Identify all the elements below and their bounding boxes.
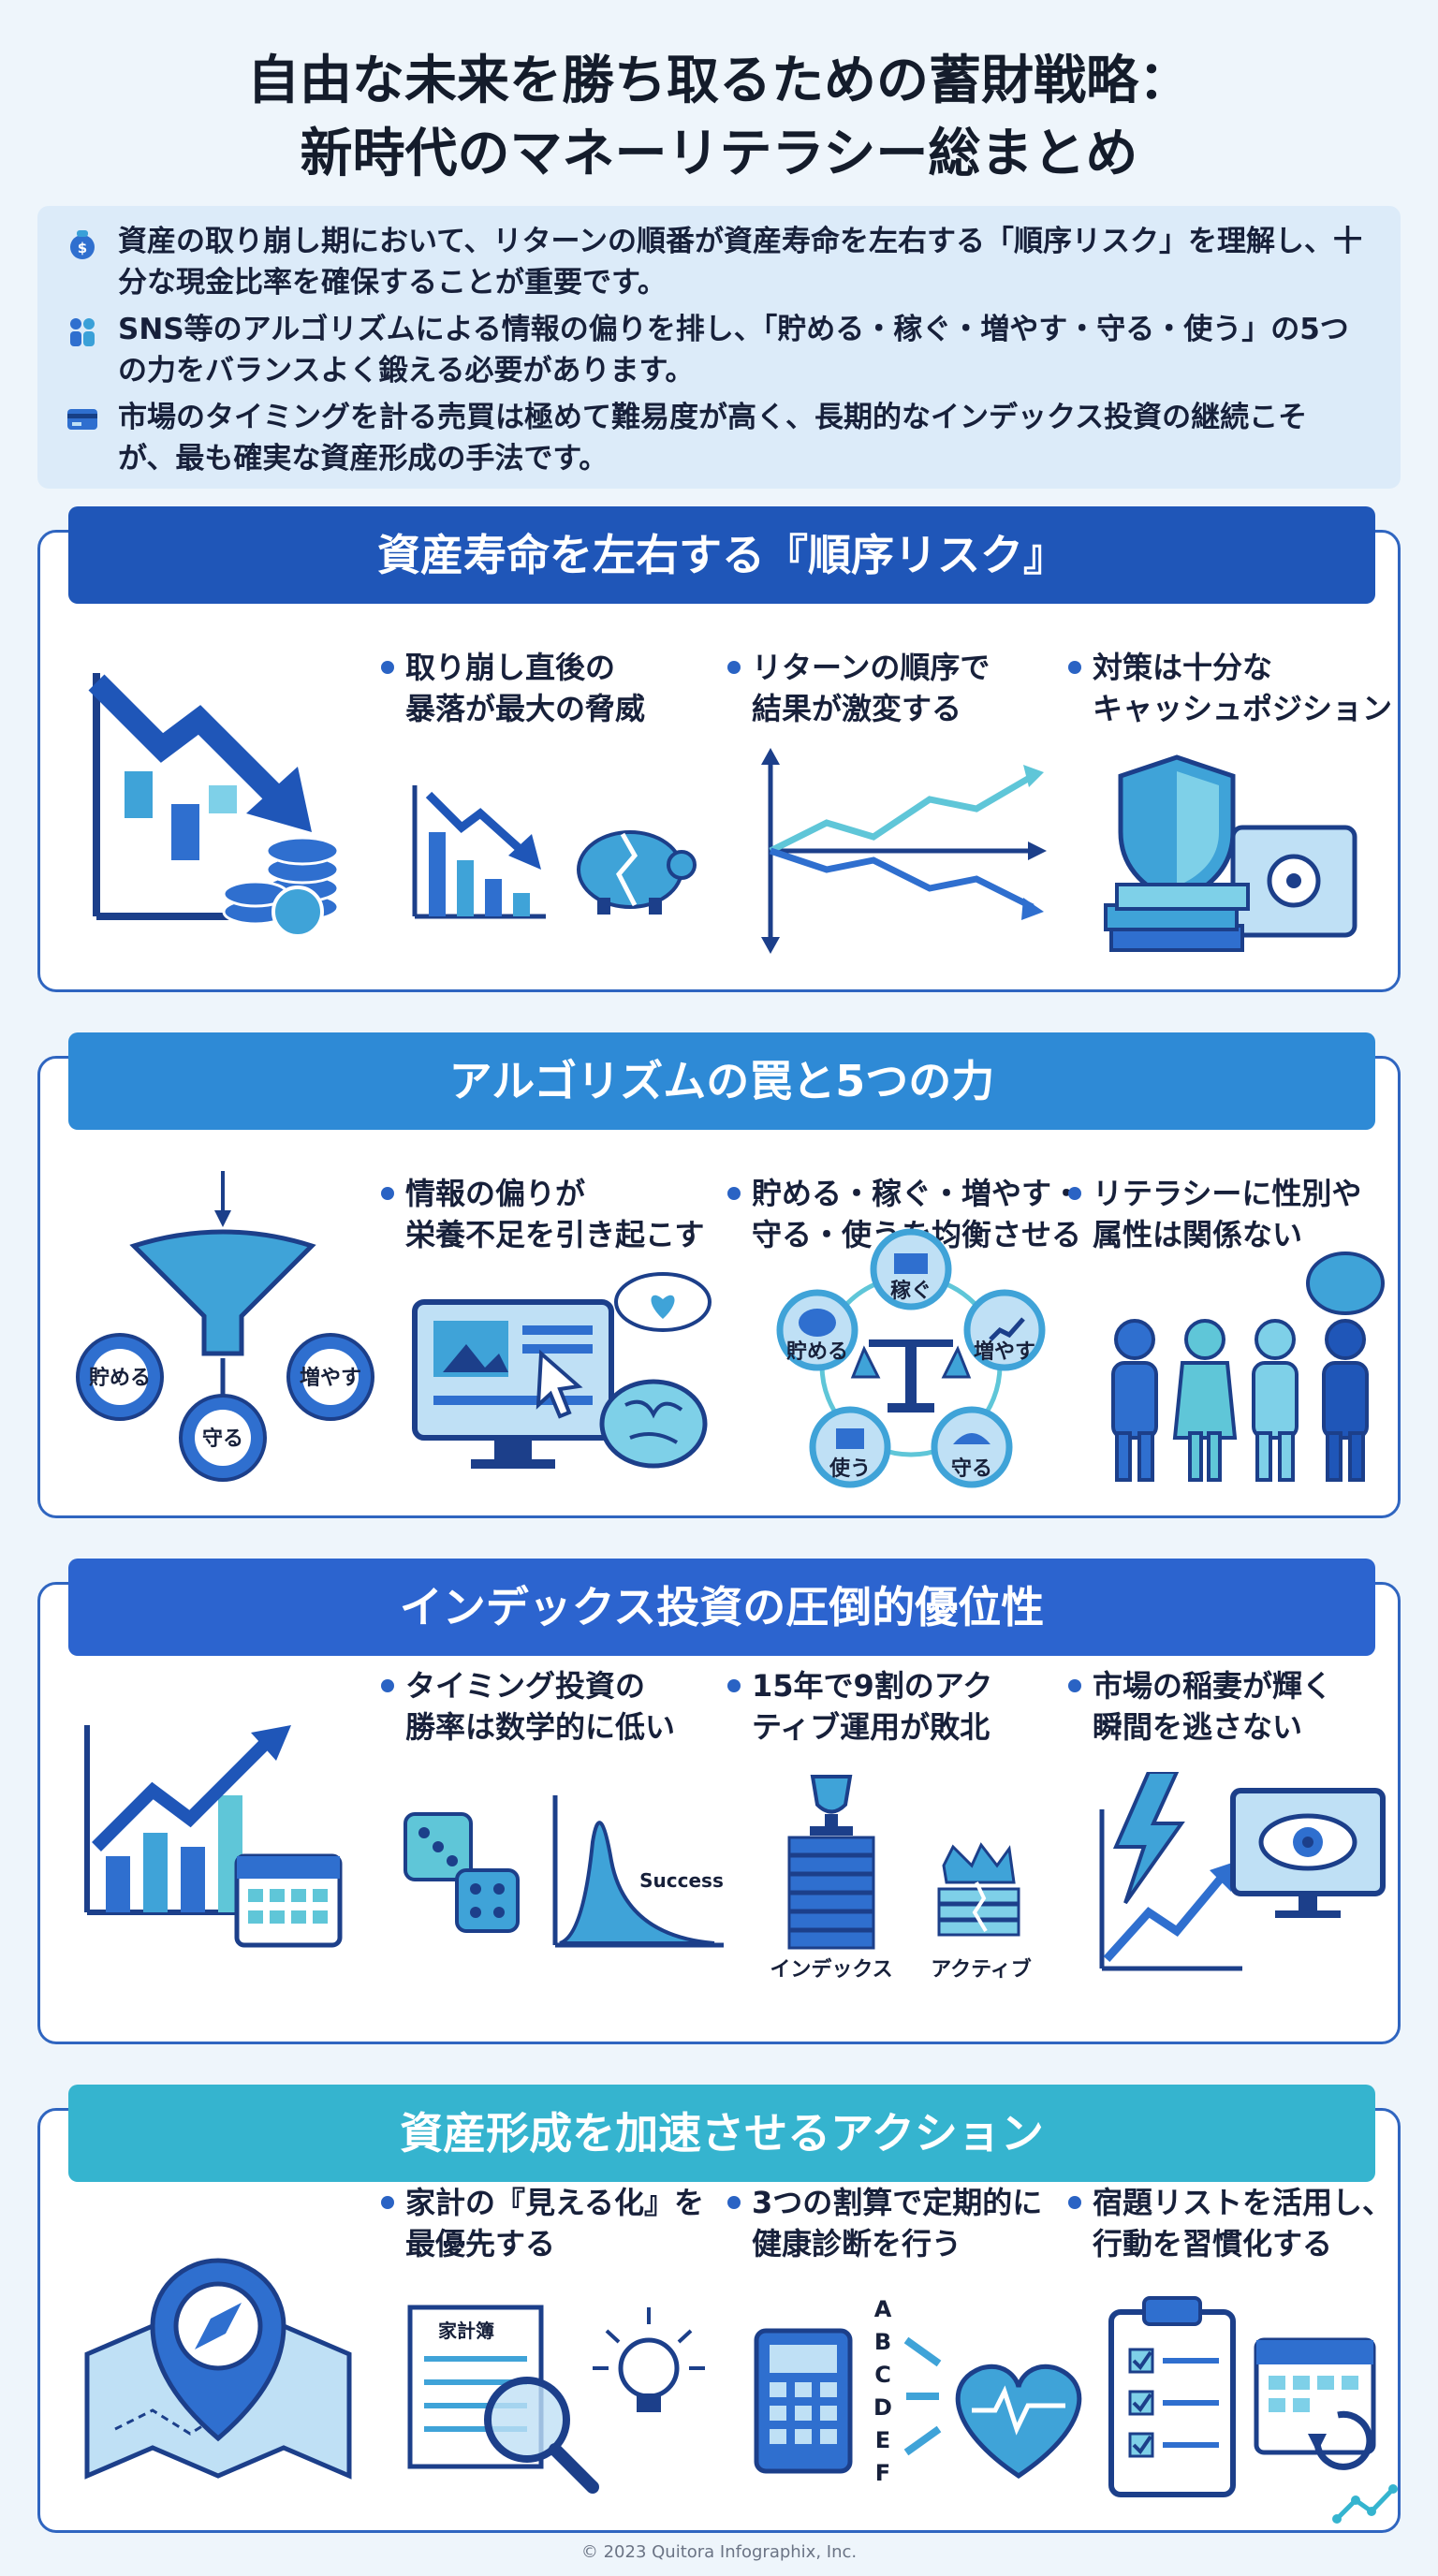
bullet-point: 情報の偏りが 栄養不足を引き起こす — [381, 1173, 724, 1255]
section-header: アルゴリズムの罠と5つの力 — [68, 1032, 1375, 1130]
label-save: 貯める — [786, 1339, 848, 1364]
page-title-line2: 新時代のマネーリテラシー総まとめ — [300, 124, 1138, 184]
falling-chart-coins-icon — [88, 673, 340, 938]
summary-item: $ 資産の取り崩し期において、リターンの順番が資産寿命を左右する「順序リスク」を… — [70, 221, 1363, 303]
grade-label: C — [874, 2362, 891, 2388]
bullet-point: タイミング投資の 勝率は数学的に低い — [381, 1665, 724, 1748]
label-use: 使う — [829, 1457, 871, 1481]
five-powers-balance-icon: 稼ぐ 増やす 守る 使う 貯める — [776, 1228, 1046, 1488]
footer-copyright: © 2023 Quitora Infographix, Inc. — [580, 2542, 858, 2562]
summary-box: $ 資産の取り崩し期において、リターンの順番が資産寿命を左右する「順序リスク」を… — [37, 206, 1401, 489]
checklist-calendar-icon — [1108, 2296, 1376, 2497]
card-icon — [67, 409, 97, 430]
monitor-brain-icon — [412, 1272, 712, 1469]
section-header: インデックス投資の圧倒的優位性 — [68, 1559, 1375, 1656]
label-active: アクティブ — [931, 1957, 1032, 1982]
bullet-point: 家計の『見える化』を 最優先する — [381, 2182, 724, 2264]
people-icon — [70, 318, 95, 346]
summary-text: 資産の取り崩し期において、リターンの順番が資産寿命を左右する「順序リスク」を理解… — [118, 225, 1362, 300]
index-vs-active-icon: インデックス アクティブ — [770, 1775, 1032, 1982]
map-compass-icon — [84, 2258, 352, 2480]
grade-label: B — [874, 2329, 891, 2355]
label-protect: 守る — [951, 1456, 992, 1481]
bullet-point: 取り崩し直後の 暴落が最大の脅威 — [381, 647, 724, 729]
grade-label: E — [875, 2427, 890, 2453]
corner-graph-icon — [1332, 2484, 1398, 2524]
bullet-point: リテラシーに性別や 属性は関係ない — [1068, 1173, 1392, 1255]
page-title: 自由な未来を勝ち取るための蓄財戦略： 新時代のマネーリテラシー総まとめ — [0, 45, 1438, 191]
bullet-point: リターンの順序で 結果が激変する — [727, 647, 1070, 729]
rising-chart-calendar-icon — [84, 1725, 343, 1948]
summary-item: 市場のタイミングを計る売買は極めて難易度が高く、長期的なインデックス投資の継続こ… — [67, 397, 1363, 479]
calculator-grades-heart-icon: A B C D E F — [754, 2296, 1082, 2486]
label-budget: 家計簿 — [438, 2320, 494, 2342]
label-index: インデックス — [770, 1957, 892, 1982]
section-header: 資産形成を加速させるアクション — [68, 2085, 1375, 2182]
money-bag-icon: $ — [70, 230, 95, 259]
funnel-gears-icon: 貯める 増やす 守る — [76, 1171, 374, 1482]
grade-label: D — [873, 2394, 892, 2421]
crash-chart-piggy-icon — [412, 785, 697, 919]
gear-label-protect: 守る — [202, 1427, 243, 1451]
bullet-point: 15年で9割のアク ティブ運用が敗北 — [727, 1665, 1070, 1748]
svg-text:$: $ — [78, 240, 87, 256]
summary-text: SNS等のアルゴリズムによる情報の偏りを排し、「貯める・稼ぐ・増やす・守る・使う… — [118, 313, 1349, 388]
bullet-point: 対策は十分な キャッシュポジション — [1068, 647, 1392, 729]
dice-probability-icon: Success — [404, 1795, 724, 1948]
label-increase: 増やす — [974, 1339, 1035, 1364]
budget-magnifier-bulb-icon: 家計簿 — [407, 2305, 705, 2494]
section-index-investing: インデックス投資の圧倒的優位性 タイミング投資の 勝率は数学的に低い 15年で9… — [37, 1559, 1401, 2044]
bullet-point: 市場の稲妻が輝く 瞬間を逃さない — [1068, 1665, 1392, 1748]
section-sequence-risk: 資産寿命を左右する『順序リスク』 取り崩し直後の 暴落が最大の脅威 リターンの順… — [37, 506, 1401, 992]
grade-label: A — [874, 2296, 892, 2322]
summary-item: SNS等のアルゴリズムによる情報の偏りを排し、「貯める・稼ぐ・増やす・守る・使う… — [70, 309, 1363, 391]
gear-label-save: 貯める — [89, 1366, 151, 1390]
bullet-point: 3つの割算で定期的に 健康診断を行う — [727, 2182, 1070, 2264]
diverse-people-icon — [1111, 1251, 1385, 1482]
section-actions: 資産形成を加速させるアクション 家計の『見える化』を 最優先する 3つの割算で定… — [37, 2085, 1401, 2533]
section-header: 資産寿命を左右する『順序リスク』 — [68, 506, 1375, 604]
gear-label-increase: 増やす — [300, 1366, 361, 1390]
bullet-point: 宿題リストを活用し、 行動を習慣化する — [1068, 2182, 1392, 2264]
label-success: Success — [639, 1869, 724, 1892]
lightning-eye-monitor-icon — [1099, 1772, 1386, 1971]
shield-safe-cash-icon — [1104, 754, 1357, 952]
return-sequence-chart-icon — [761, 748, 1047, 954]
label-earn: 稼ぐ — [890, 1279, 932, 1303]
section-algorithm-trap: アルゴリズムの罠と5つの力 貯める 増やす 守る 情報の偏りが 栄養不足を引き起… — [37, 1032, 1401, 1518]
grade-label: F — [875, 2460, 890, 2486]
summary-text: 市場のタイミングを計る売買は極めて難易度が高く、長期的なインデックス投資の継続こ… — [118, 401, 1308, 476]
page-title-line1: 自由な未来を勝ち取るための蓄財戦略： — [247, 51, 1191, 111]
